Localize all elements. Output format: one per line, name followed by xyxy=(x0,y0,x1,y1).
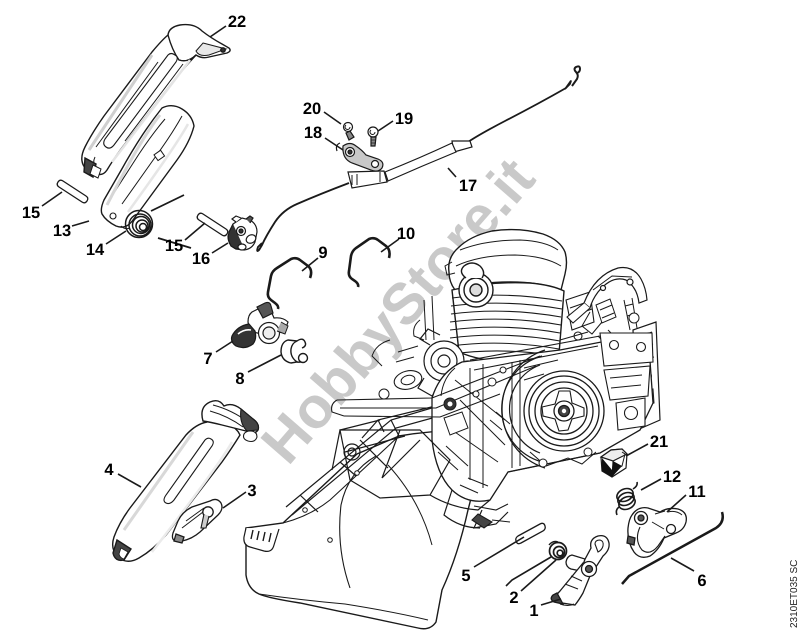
svg-text:12: 12 xyxy=(663,468,681,486)
svg-text:18: 18 xyxy=(304,124,322,142)
svg-text:15: 15 xyxy=(165,237,183,255)
svg-text:15: 15 xyxy=(22,204,40,222)
svg-text:11: 11 xyxy=(688,483,705,501)
svg-text:6: 6 xyxy=(697,572,706,590)
svg-text:10: 10 xyxy=(397,225,415,243)
svg-text:2: 2 xyxy=(509,589,518,607)
svg-text:20: 20 xyxy=(303,100,321,118)
svg-text:16: 16 xyxy=(192,250,210,268)
svg-text:21: 21 xyxy=(650,433,668,451)
svg-text:22: 22 xyxy=(228,13,246,31)
svg-text:19: 19 xyxy=(395,110,413,128)
svg-text:3: 3 xyxy=(247,482,256,500)
svg-text:9: 9 xyxy=(318,244,327,262)
svg-text:17: 17 xyxy=(459,177,477,195)
svg-text:1: 1 xyxy=(529,602,538,620)
svg-text:13: 13 xyxy=(53,222,71,240)
svg-text:8: 8 xyxy=(235,370,244,388)
svg-text:2310ET035 SC: 2310ET035 SC xyxy=(789,560,800,628)
svg-text:14: 14 xyxy=(86,241,105,259)
svg-text:4: 4 xyxy=(104,461,114,479)
svg-text:7: 7 xyxy=(203,350,212,368)
svg-text:5: 5 xyxy=(461,567,470,585)
